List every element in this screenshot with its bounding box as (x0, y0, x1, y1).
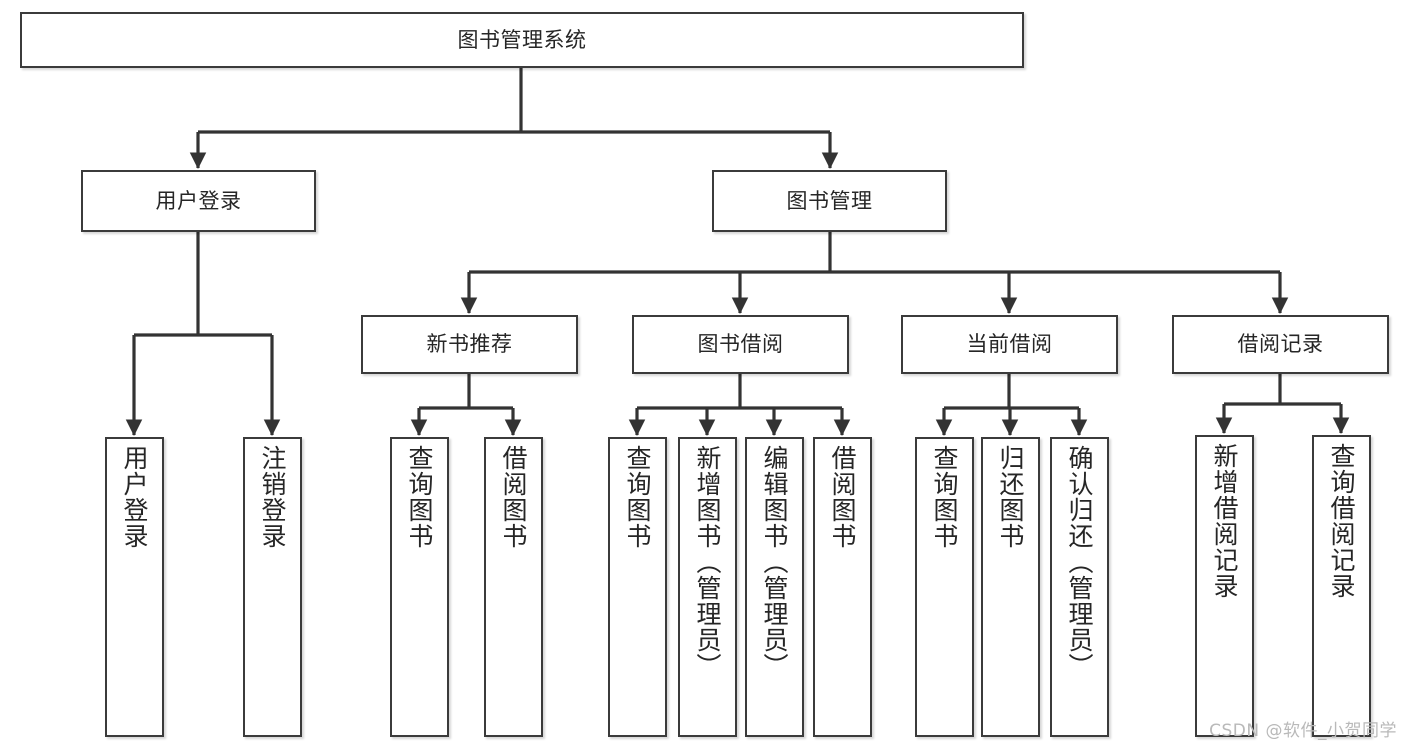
leaf-query-book-3-label: 查询图书 (930, 445, 959, 549)
leaf-confirm-return[interactable]: 确认归还（管理员） (1050, 437, 1109, 737)
node-user-login-label: 用户登录 (155, 188, 242, 213)
leaf-logout-login-label: 注销登录 (258, 445, 287, 549)
leaf-add-borrow-record-label: 新增借阅记录 (1210, 443, 1239, 599)
leaf-add-book[interactable]: 新增图书（管理员） (678, 437, 737, 737)
leaf-return-book[interactable]: 归还图书 (981, 437, 1040, 737)
node-book-borrow-label: 图书借阅 (697, 332, 784, 357)
node-root[interactable]: 图书管理系统 (20, 12, 1024, 68)
leaf-add-book-label: 新增图书（管理员） (693, 445, 722, 679)
leaf-query-book-2-label: 查询图书 (623, 445, 652, 549)
leaf-logout-login[interactable]: 注销登录 (243, 437, 302, 737)
watermark: CSDN @软件_小贺同学 (1209, 721, 1397, 741)
node-borrow-record-label: 借阅记录 (1237, 332, 1324, 357)
leaf-query-book-1-label: 查询图书 (405, 445, 434, 549)
leaf-borrow-book-1[interactable]: 借阅图书 (484, 437, 543, 737)
leaf-add-borrow-record[interactable]: 新增借阅记录 (1195, 435, 1254, 737)
node-root-label: 图书管理系统 (457, 27, 587, 52)
leaf-query-borrow-record[interactable]: 查询借阅记录 (1312, 435, 1371, 737)
node-book-borrow[interactable]: 图书借阅 (632, 315, 849, 374)
leaf-confirm-return-label: 确认归还（管理员） (1065, 445, 1094, 679)
node-current-borrow-label: 当前借阅 (966, 332, 1053, 357)
node-new-book-recommend[interactable]: 新书推荐 (361, 315, 578, 374)
node-book-manage[interactable]: 图书管理 (712, 170, 947, 232)
leaf-query-book-1[interactable]: 查询图书 (390, 437, 449, 737)
leaf-query-book-3[interactable]: 查询图书 (915, 437, 974, 737)
node-user-login[interactable]: 用户登录 (81, 170, 316, 232)
node-book-manage-label: 图书管理 (786, 188, 873, 213)
node-current-borrow[interactable]: 当前借阅 (901, 315, 1118, 374)
leaf-borrow-book-2[interactable]: 借阅图书 (813, 437, 872, 737)
node-new-book-recommend-label: 新书推荐 (426, 332, 513, 357)
leaf-user-login-label: 用户登录 (120, 445, 149, 549)
leaf-edit-book[interactable]: 编辑图书（管理员） (745, 437, 804, 737)
leaf-borrow-book-2-label: 借阅图书 (828, 445, 857, 549)
leaf-user-login[interactable]: 用户登录 (105, 437, 164, 737)
leaf-borrow-book-1-label: 借阅图书 (499, 445, 528, 549)
node-borrow-record[interactable]: 借阅记录 (1172, 315, 1389, 374)
leaf-query-borrow-record-label: 查询借阅记录 (1327, 443, 1356, 599)
leaf-edit-book-label: 编辑图书（管理员） (760, 445, 789, 679)
leaf-return-book-label: 归还图书 (996, 445, 1025, 549)
leaf-query-book-2[interactable]: 查询图书 (608, 437, 667, 737)
